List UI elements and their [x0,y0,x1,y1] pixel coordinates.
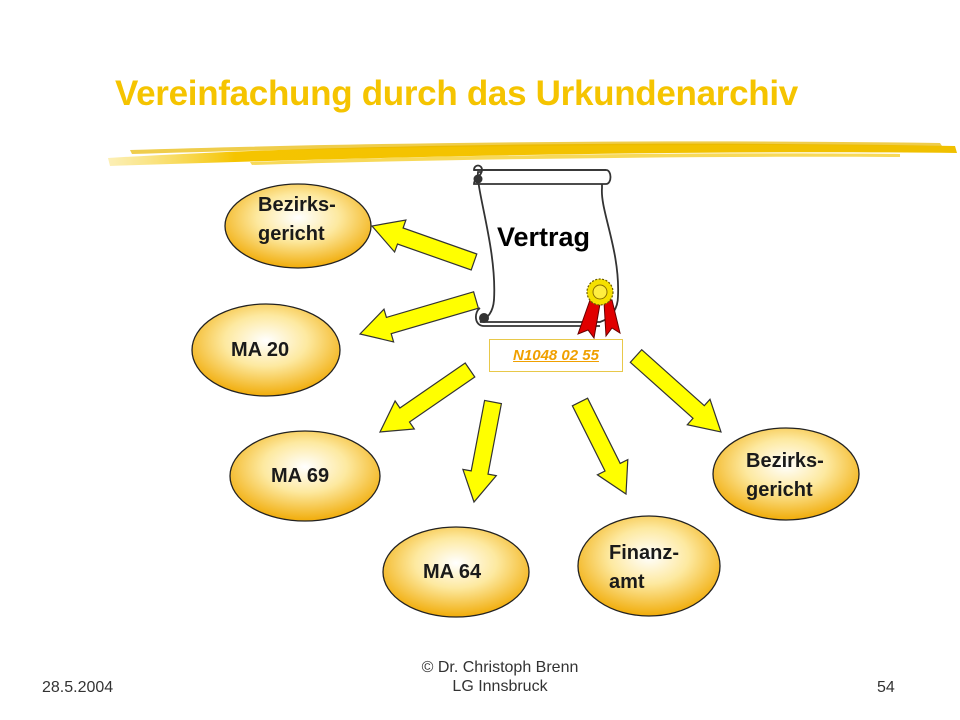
arrow-to-ma64 [462,399,503,504]
node-label-finanzamt: Finanz- amt [609,542,679,593]
arrow-to-bezirksgericht-top [370,219,478,271]
arrow-to-bezirksgericht-right [629,348,722,433]
footer-institution: LG Innsbruck [452,678,548,695]
ellipse-bezirksgericht-top [224,183,372,269]
node-label-bezirksgericht-right: Bezirks- gericht [746,450,824,501]
footer-date: 28.5.2004 [42,679,114,696]
document-id-link[interactable]: N1048 02 55 [489,339,623,372]
arrows-group [358,219,722,504]
scroll-icon [473,164,619,327]
ellipse-ma69 [229,430,381,522]
node-label-ma64: MA 64 [423,561,482,583]
node-label-bezirksgericht-top: Bezirks- gericht [258,194,336,245]
footer-credit: © Dr. Christoph Brenn LG Innsbruck [380,658,620,696]
footer-page-number: 54 [877,679,895,696]
node-label-ma69: MA 69 [271,465,330,487]
arrow-to-finanzamt [571,397,629,496]
document-label: Vertrag [497,222,591,252]
ellipse-finanzamt [577,515,721,617]
ellipse-bezirksgericht-right [712,427,860,521]
ellipse-ma64 [382,526,530,618]
arrow-to-ma20 [358,291,480,343]
slide-title: Vereinfachung durch das Urkundenarchiv [115,74,798,113]
title-brush-underline [108,141,957,166]
footer-author: © Dr. Christoph Brenn [421,659,579,676]
arrow-to-ma69 [378,362,476,433]
award-ribbon-icon [577,278,621,340]
node-label-ma20: MA 20 [231,339,290,361]
ellipse-ma20 [191,303,341,397]
